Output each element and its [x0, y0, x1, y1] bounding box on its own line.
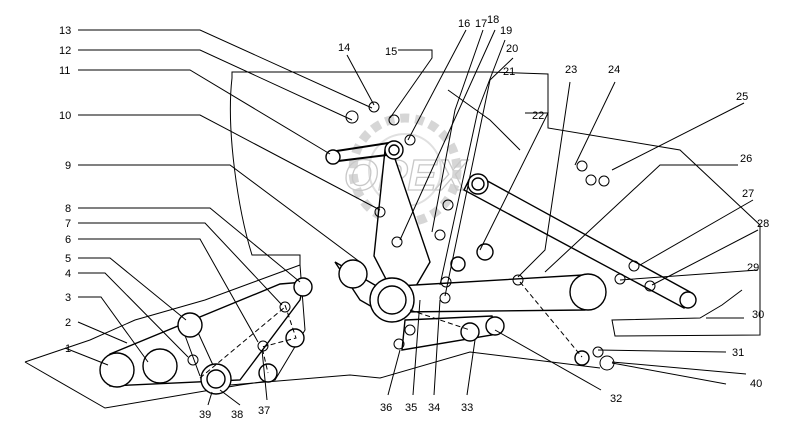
callout-29: 29	[747, 262, 759, 274]
callout-8: 8	[65, 203, 71, 215]
callout-6: 6	[65, 234, 71, 246]
callout-27: 27	[742, 188, 754, 200]
callout-23: 23	[565, 64, 577, 76]
callout-34: 34	[428, 402, 440, 414]
callout-40: 40	[750, 378, 762, 390]
callout-10: 10	[59, 110, 71, 122]
callout-33: 33	[461, 402, 473, 414]
callout-37: 37	[258, 405, 270, 417]
pivot-points	[187, 101, 656, 371]
callout-21: 21	[503, 66, 515, 78]
dashed-lines	[199, 281, 583, 379]
callout-20: 20	[506, 43, 518, 55]
callout-4: 4	[65, 268, 71, 280]
leader-lines	[64, 29, 759, 406]
machine-frame	[24, 71, 761, 409]
callout-39: 39	[199, 409, 211, 421]
callout-labels: 1 2 3 4 5 6 7 8 9 10 11 12 13 14 15 16 1…	[59, 14, 769, 421]
callout-28: 28	[757, 218, 769, 230]
callout-17: 17	[475, 18, 487, 30]
callout-14: 14	[338, 42, 350, 54]
callout-18: 18	[487, 14, 499, 26]
callout-9: 9	[65, 160, 71, 172]
callout-26: 26	[740, 153, 752, 165]
callout-24: 24	[608, 64, 620, 76]
callout-1: 1	[65, 343, 71, 355]
callout-25: 25	[736, 91, 748, 103]
callout-16: 16	[458, 18, 470, 30]
callout-11: 11	[59, 65, 70, 77]
callout-35: 35	[405, 402, 417, 414]
callout-30: 30	[752, 309, 764, 321]
callout-13: 13	[59, 25, 71, 37]
callout-12: 12	[59, 45, 71, 57]
callout-7: 7	[65, 218, 71, 230]
callout-31: 31	[732, 347, 744, 359]
callout-2: 2	[65, 317, 71, 329]
callout-36: 36	[380, 402, 392, 414]
callout-38: 38	[231, 409, 243, 421]
callout-22: 22	[532, 110, 544, 122]
callout-3: 3	[65, 292, 71, 304]
callout-19: 19	[500, 25, 512, 37]
callout-32: 32	[610, 393, 622, 405]
callout-15: 15	[385, 46, 397, 58]
callout-5: 5	[65, 253, 71, 265]
